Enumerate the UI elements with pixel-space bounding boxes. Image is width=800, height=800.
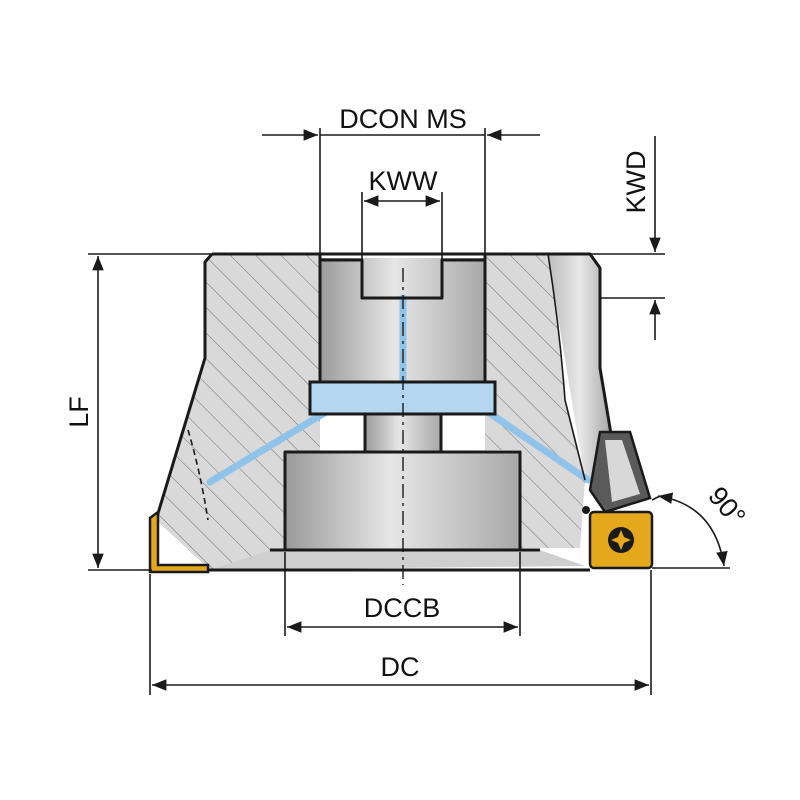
label-dcon: DCON MS: [339, 104, 467, 134]
left-insert: [148, 509, 210, 574]
label-kwd: KWD: [621, 151, 651, 214]
label-kww: KWW: [369, 166, 438, 196]
label-angle: 90°: [702, 481, 751, 532]
label-dc: DC: [381, 652, 420, 682]
dim-kww: KWW: [361, 166, 443, 260]
label-dccb: DCCB: [364, 593, 441, 623]
right-insert: [582, 430, 654, 570]
dim-dccb: DCCB: [284, 552, 521, 636]
dim-lf: LF: [64, 253, 212, 571]
label-lf: LF: [64, 396, 94, 428]
dim-angle: 90°: [651, 481, 752, 569]
dim-kwd: KWD: [590, 136, 665, 340]
dim-dcon: DCON MS: [262, 104, 540, 254]
dim-dc: DC: [149, 570, 652, 695]
